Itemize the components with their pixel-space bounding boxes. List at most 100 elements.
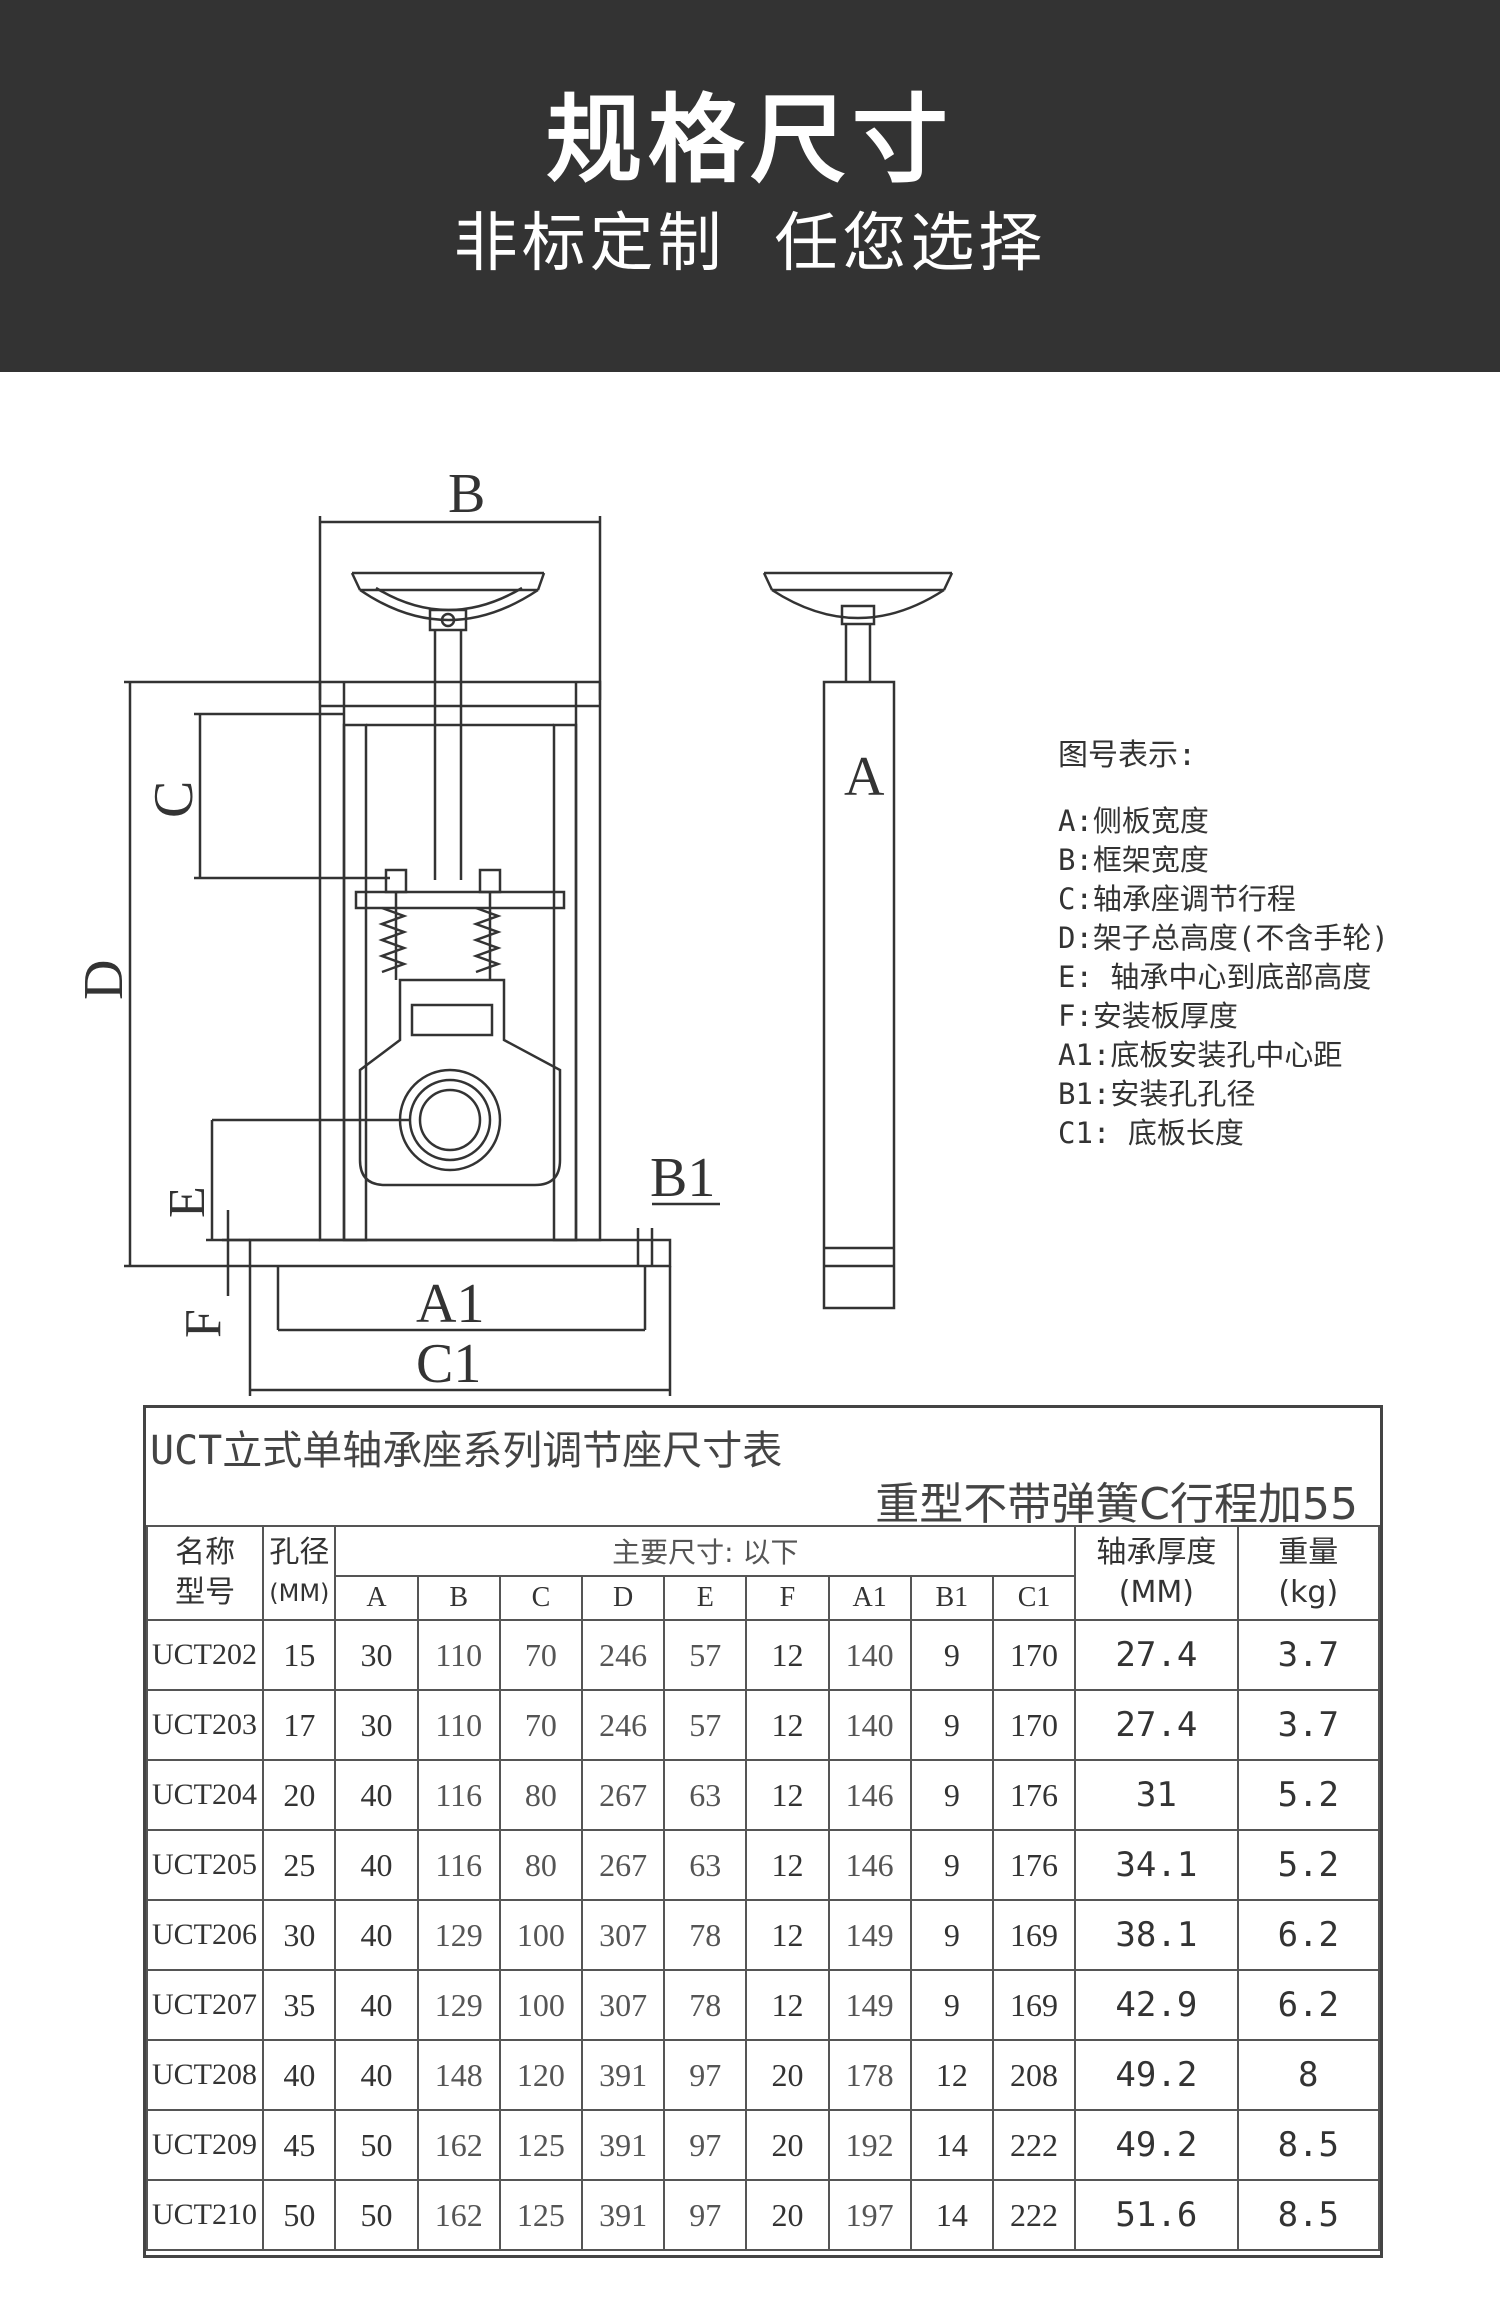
col-header-a: A bbox=[334, 1575, 419, 1621]
cell-weight: 8 bbox=[1236, 2039, 1381, 2111]
cell-c: 100 bbox=[498, 1899, 584, 1971]
cell-f: 12 bbox=[745, 1619, 830, 1691]
cell-b1: 9 bbox=[909, 1829, 994, 1901]
col-header-f: F bbox=[745, 1575, 830, 1621]
cell-d: 246 bbox=[580, 1619, 666, 1691]
cell-a1: 149 bbox=[827, 1899, 912, 1971]
cell-e: 97 bbox=[663, 2179, 748, 2251]
col-header-b1: B1 bbox=[909, 1575, 994, 1621]
cell-c1: 176 bbox=[991, 1759, 1077, 1831]
cell-a1: 140 bbox=[827, 1619, 912, 1691]
col-header-d: D bbox=[580, 1575, 666, 1621]
cell-c: 70 bbox=[498, 1619, 584, 1691]
cell-f: 20 bbox=[745, 2109, 830, 2181]
cell-thickness: 34.1 bbox=[1074, 1829, 1239, 1901]
cell-b: 148 bbox=[416, 2039, 501, 2111]
col-header-name-line2: 型号 bbox=[175, 1575, 236, 1610]
cell-b1: 9 bbox=[909, 1759, 994, 1831]
cell-b1: 14 bbox=[909, 2179, 994, 2251]
cell-model: UCT204 bbox=[145, 1759, 265, 1831]
cell-d: 246 bbox=[580, 1689, 666, 1761]
cell-b: 110 bbox=[416, 1689, 501, 1761]
legend-item-c: C:轴承座调节行程 bbox=[1058, 882, 1296, 916]
cell-c: 120 bbox=[498, 2039, 584, 2111]
cell-hole: 15 bbox=[262, 1619, 337, 1691]
cell-weight: 8.5 bbox=[1236, 2179, 1381, 2251]
dim-label-a: A bbox=[844, 746, 885, 808]
cell-e: 63 bbox=[663, 1759, 748, 1831]
legend: 图号表示: A:侧板宽度 B:框架宽度 C:轴承座调节行程 D:架子总高度(不含… bbox=[1058, 730, 1478, 1153]
cell-a1: 178 bbox=[827, 2039, 912, 2111]
spec-table: UCT立式单轴承座系列调节座尺寸表 重型不带弹簧C行程加55 名称 型号 孔径 … bbox=[143, 1405, 1383, 2258]
cell-f: 12 bbox=[745, 1899, 830, 1971]
dim-label-e: E bbox=[159, 1186, 216, 1218]
cell-c1: 169 bbox=[991, 1969, 1077, 2041]
cell-weight: 5.2 bbox=[1236, 1759, 1381, 1831]
cell-f: 20 bbox=[745, 2179, 830, 2251]
cell-thickness: 38.1 bbox=[1074, 1899, 1239, 1971]
dim-label-b1: B1 bbox=[650, 1147, 715, 1209]
cell-e: 97 bbox=[663, 2109, 748, 2181]
cell-model: UCT207 bbox=[145, 1969, 265, 2041]
cell-e: 78 bbox=[663, 1899, 748, 1971]
page-subtitle: 非标定制 任您选择 bbox=[453, 207, 1047, 281]
cell-a: 40 bbox=[334, 1969, 419, 2041]
cell-b: 129 bbox=[416, 1969, 501, 2041]
cell-hole: 50 bbox=[262, 2179, 337, 2251]
col-header-e: E bbox=[663, 1575, 748, 1621]
dim-label-a1: A1 bbox=[416, 1273, 484, 1335]
cell-a1: 149 bbox=[827, 1969, 912, 2041]
cell-e: 63 bbox=[663, 1829, 748, 1901]
cell-c1: 170 bbox=[991, 1689, 1077, 1761]
legend-item-e: E: 轴承中心到底部高度 bbox=[1058, 960, 1372, 994]
col-header-a1: A1 bbox=[827, 1575, 912, 1621]
dim-label-c1: C1 bbox=[416, 1333, 481, 1395]
cell-c: 70 bbox=[498, 1689, 584, 1761]
cell-a: 30 bbox=[334, 1689, 419, 1761]
legend-item-f: F:安装板厚度 bbox=[1058, 999, 1238, 1033]
legend-item-b1: B1:安装孔孔径 bbox=[1058, 1077, 1256, 1111]
cell-weight: 3.7 bbox=[1236, 1619, 1381, 1691]
cell-model: UCT210 bbox=[145, 2179, 265, 2251]
cell-d: 267 bbox=[580, 1759, 666, 1831]
col-header-c: C bbox=[498, 1575, 584, 1621]
cell-f: 12 bbox=[745, 1689, 830, 1761]
dim-label-d: D bbox=[73, 960, 135, 1000]
cell-model: UCT209 bbox=[145, 2109, 265, 2181]
cell-hole: 17 bbox=[262, 1689, 337, 1761]
header-banner: 规格尺寸 非标定制 任您选择 bbox=[0, 0, 1500, 372]
legend-item-a1: A1:底板安装孔中心距 bbox=[1058, 1038, 1343, 1072]
cell-b1: 9 bbox=[909, 1969, 994, 2041]
cell-f: 12 bbox=[745, 1759, 830, 1831]
cell-thickness: 27.4 bbox=[1074, 1689, 1239, 1761]
cell-b: 162 bbox=[416, 2109, 501, 2181]
col-header-b: B bbox=[416, 1575, 501, 1621]
col-header-hole-line1: 孔径 bbox=[269, 1535, 330, 1570]
cell-hole: 20 bbox=[262, 1759, 337, 1831]
cell-a1: 192 bbox=[827, 2109, 912, 2181]
col-header-name-line1: 名称 bbox=[175, 1535, 236, 1570]
cell-thickness: 31 bbox=[1074, 1759, 1239, 1831]
cell-a: 50 bbox=[334, 2109, 419, 2181]
cell-thickness: 49.2 bbox=[1074, 2109, 1239, 2181]
legend-item-b: B:框架宽度 bbox=[1058, 843, 1209, 877]
cell-d: 307 bbox=[580, 1969, 666, 2041]
cell-e: 97 bbox=[663, 2039, 748, 2111]
col-header-hole: 孔径 (MM) bbox=[262, 1525, 337, 1621]
legend-item-d: D:架子总高度(不含手轮) bbox=[1058, 921, 1389, 955]
cell-c1: 170 bbox=[991, 1619, 1077, 1691]
cell-c: 100 bbox=[498, 1969, 584, 2041]
cell-c1: 169 bbox=[991, 1899, 1077, 1971]
cell-a1: 146 bbox=[827, 1829, 912, 1901]
cell-hole: 25 bbox=[262, 1829, 337, 1901]
cell-model: UCT203 bbox=[145, 1689, 265, 1761]
cell-c1: 222 bbox=[991, 2179, 1077, 2251]
cell-thickness: 27.4 bbox=[1074, 1619, 1239, 1691]
cell-b: 162 bbox=[416, 2179, 501, 2251]
legend-item-a: A:侧板宽度 bbox=[1058, 804, 1209, 838]
cell-c: 80 bbox=[498, 1829, 584, 1901]
